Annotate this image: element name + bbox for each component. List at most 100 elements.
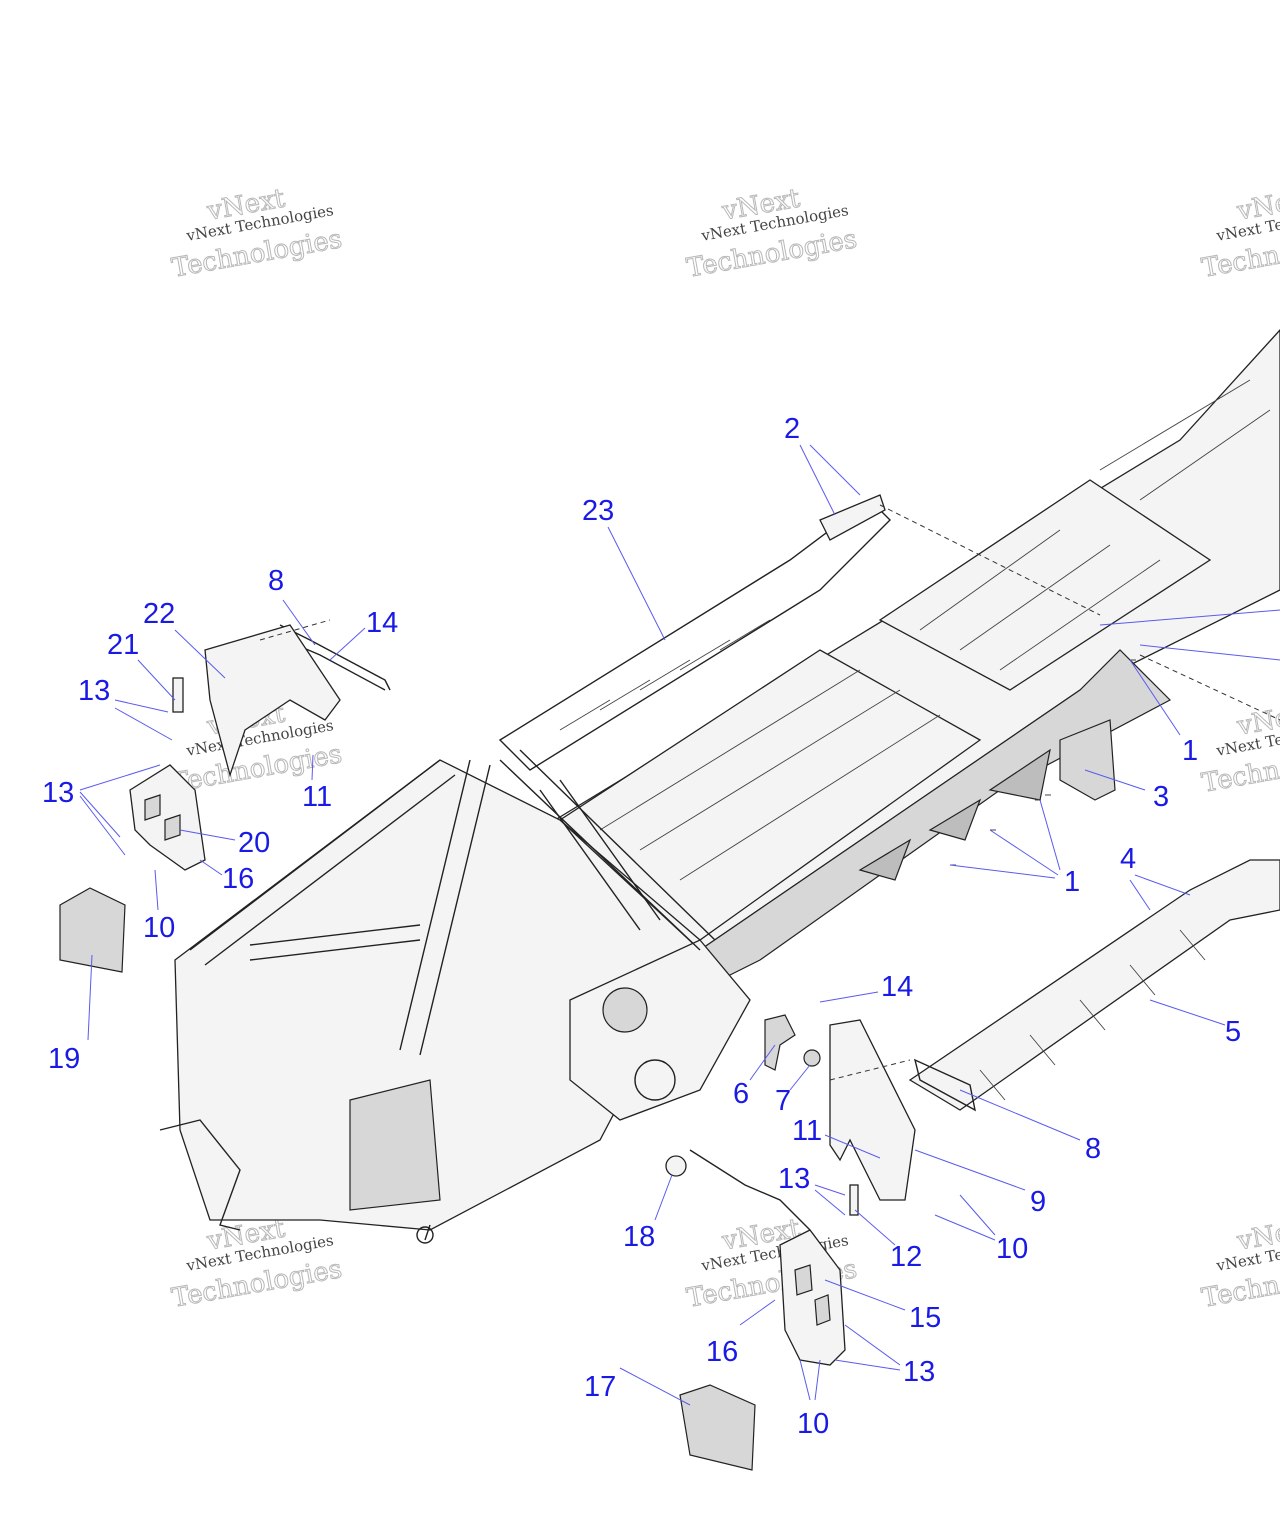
part-22-bracket bbox=[204, 624, 341, 778]
callout-16: 16 bbox=[706, 1336, 738, 1368]
callout-19: 19 bbox=[48, 1043, 80, 1075]
side-rail-23 bbox=[498, 499, 891, 771]
watermark: vNext vNext Technologies Technologies bbox=[1199, 183, 1280, 284]
floor-plate-lines bbox=[599, 669, 941, 881]
leader-11b bbox=[824, 1134, 881, 1159]
exploded-parts bbox=[59, 494, 1280, 1471]
callout-13: 13 bbox=[42, 777, 74, 809]
callout-7: 7 bbox=[775, 1085, 791, 1117]
leader-13a bbox=[114, 699, 173, 741]
tunnel-panel-a bbox=[878, 479, 1212, 691]
leader-lines bbox=[79, 444, 1280, 1406]
part-3-bracket bbox=[1059, 719, 1116, 801]
watermark: vNext vNext Technologies Technologies bbox=[169, 1213, 345, 1314]
part-4-5-running-board bbox=[908, 859, 1280, 1111]
leader-22 bbox=[174, 629, 226, 679]
part-2-guide bbox=[879, 504, 1101, 616]
front-side-plate bbox=[569, 939, 751, 1121]
callout-12: 12 bbox=[890, 1241, 922, 1273]
callout-23: 23 bbox=[582, 495, 614, 527]
leader-12 bbox=[854, 1209, 896, 1246]
callout-1: 1 bbox=[1064, 866, 1080, 898]
part-19-pad bbox=[59, 887, 126, 973]
callout-8: 8 bbox=[268, 565, 284, 597]
leader-2 bbox=[799, 444, 861, 516]
callout-20: 20 bbox=[238, 827, 270, 859]
leader-18 bbox=[654, 1174, 673, 1221]
part-17-pad bbox=[679, 1384, 756, 1471]
leader-20 bbox=[179, 829, 236, 841]
leader-8a bbox=[282, 599, 316, 646]
leader-8b bbox=[959, 1089, 1081, 1141]
callout-18: 18 bbox=[623, 1221, 655, 1253]
leader-7 bbox=[789, 1064, 811, 1091]
part-20-holes bbox=[144, 794, 181, 841]
callout-16: 16 bbox=[222, 863, 254, 895]
part-1-guide bbox=[1139, 654, 1280, 721]
leader-6 bbox=[749, 1044, 776, 1081]
callout-10: 10 bbox=[797, 1408, 829, 1440]
part-5-rungs bbox=[979, 929, 1206, 1101]
leader-1a bbox=[1099, 609, 1280, 736]
leader-16b bbox=[739, 1299, 776, 1326]
drive-opening bbox=[634, 1059, 676, 1101]
tunnel-side-cutouts bbox=[858, 748, 1051, 881]
cross-shaft bbox=[249, 924, 421, 961]
part-12-bracket bbox=[849, 1184, 859, 1216]
callout-15: 15 bbox=[909, 1302, 941, 1334]
bearing-housing bbox=[602, 987, 648, 1033]
side-rail-23-rungs bbox=[559, 619, 771, 731]
leader-23 bbox=[607, 526, 666, 641]
callout-labels: 2 23 8 22 14 21 13 11 13 20 16 10 19 1 3… bbox=[42, 413, 1241, 1440]
leader-13b bbox=[79, 764, 161, 856]
callout-9: 9 bbox=[1030, 1186, 1046, 1218]
leader-11a bbox=[311, 754, 314, 781]
leader-10c bbox=[799, 1359, 821, 1401]
part-18-plug bbox=[665, 1155, 687, 1177]
leader-21 bbox=[137, 659, 176, 701]
callout-11: 11 bbox=[792, 1115, 822, 1147]
leader-10b bbox=[934, 1194, 996, 1241]
callout-1: 1 bbox=[1182, 735, 1198, 767]
front-bulkhead-shade bbox=[349, 1079, 441, 1211]
leader-15 bbox=[824, 1279, 906, 1311]
leader-9 bbox=[914, 1149, 1026, 1191]
part-15-plate-holes bbox=[794, 1264, 831, 1326]
leader-5 bbox=[1149, 999, 1226, 1026]
part-1-bolt-marks bbox=[950, 659, 1136, 866]
part-2-bracket bbox=[819, 494, 886, 541]
watermark: vNext vNext Technologies Technologies bbox=[169, 183, 345, 284]
leader-14b bbox=[819, 991, 879, 1003]
callout-13: 13 bbox=[778, 1163, 810, 1195]
callout-8: 8 bbox=[1085, 1133, 1101, 1165]
callout-11: 11 bbox=[302, 781, 332, 813]
callout-14: 14 bbox=[366, 607, 398, 639]
part-7-nut bbox=[803, 1049, 821, 1067]
callout-5: 5 bbox=[1225, 1016, 1241, 1048]
leader-19 bbox=[87, 954, 93, 1041]
tunnel-panel-ribs bbox=[919, 379, 1271, 671]
part-6-clip bbox=[764, 1014, 796, 1071]
part-20-side-plate bbox=[129, 764, 206, 871]
callout-13: 13 bbox=[903, 1356, 935, 1388]
callout-13: 13 bbox=[78, 675, 110, 707]
leader-17 bbox=[619, 1367, 691, 1406]
callout-22: 22 bbox=[143, 598, 175, 630]
leader-4 bbox=[1129, 874, 1191, 911]
callout-2: 2 bbox=[784, 413, 800, 445]
chassis-frame bbox=[159, 329, 1280, 1244]
callout-4: 4 bbox=[1120, 843, 1136, 875]
tower-tube-center bbox=[399, 759, 491, 1056]
front-nose-tube bbox=[416, 1226, 434, 1244]
leader-16a bbox=[199, 859, 223, 876]
part-15-wire bbox=[689, 1149, 811, 1231]
tower-tube-left bbox=[189, 759, 456, 966]
callout-21: 21 bbox=[107, 629, 139, 661]
callout-3: 3 bbox=[1153, 781, 1169, 813]
front-bulkhead bbox=[174, 759, 701, 1231]
part-9-bracket bbox=[829, 1019, 916, 1201]
callout-10: 10 bbox=[143, 912, 175, 944]
watermark: vNext vNext Technologies Technologies bbox=[1199, 1213, 1280, 1314]
part-21-plate bbox=[172, 677, 184, 713]
